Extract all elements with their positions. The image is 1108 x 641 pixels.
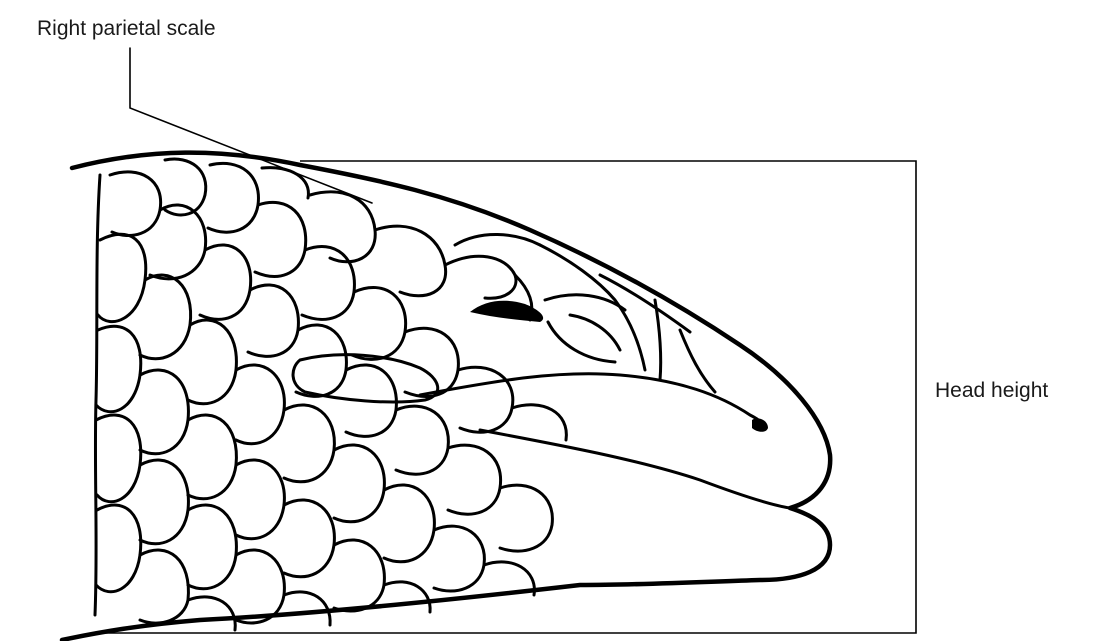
- right-parietal-scale-label: Right parietal scale: [37, 18, 216, 39]
- head-height-label: Head height: [935, 380, 1048, 401]
- mouth-line: [480, 430, 790, 508]
- scale-pattern: [95, 159, 715, 630]
- snout-upper-line: [420, 374, 765, 428]
- nostril: [752, 418, 768, 431]
- parietal-leader-line: [130, 48, 372, 203]
